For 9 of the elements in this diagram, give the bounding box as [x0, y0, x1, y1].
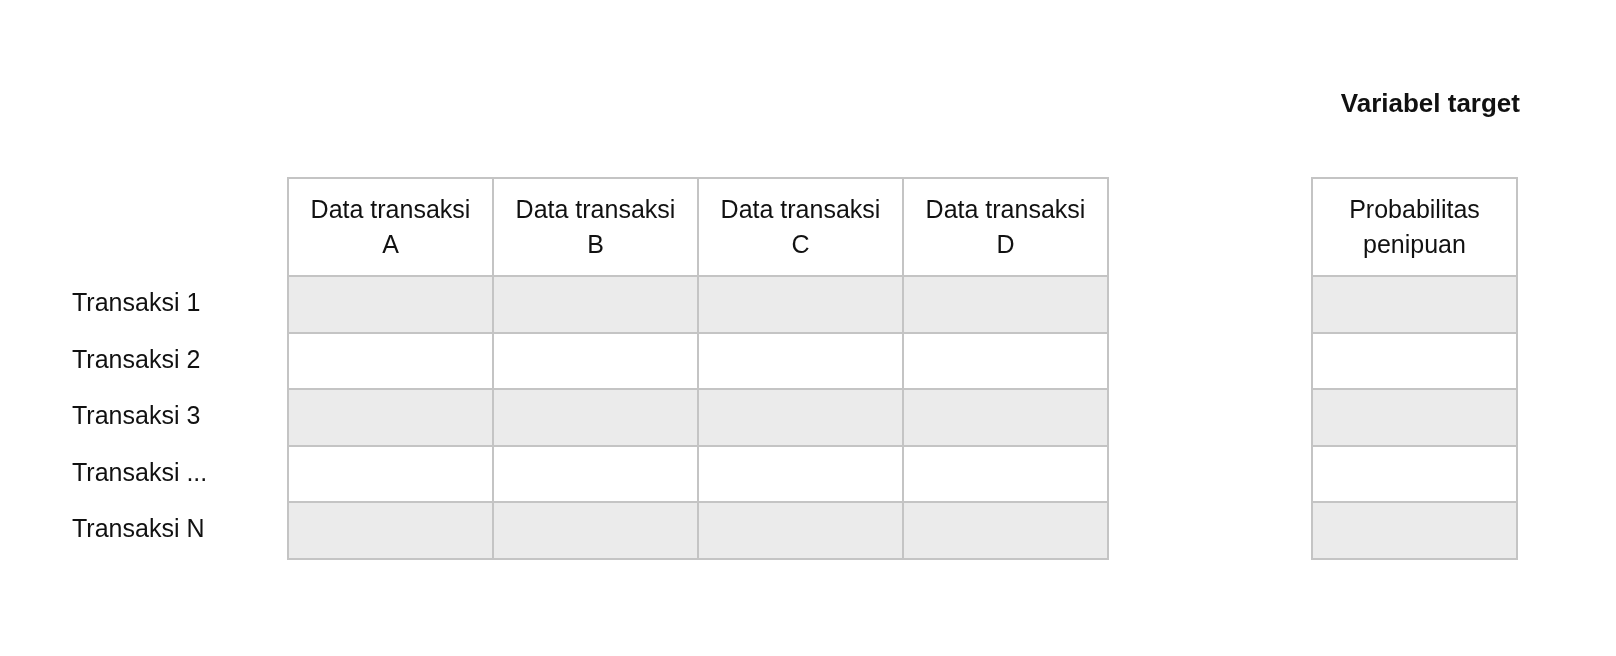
- section-heading: Variabel target: [1340, 88, 1520, 119]
- row-label: Transaksi ...: [72, 457, 208, 487]
- row-label: Transaksi 3: [72, 401, 201, 431]
- row-label: Transaksi 1: [72, 288, 201, 318]
- column-header: Data transaksi A: [287, 177, 494, 277]
- row-label: Transaksi 2: [72, 344, 201, 374]
- row-label: Transaksi N: [72, 514, 205, 544]
- column-header: Data transaksi D: [902, 177, 1109, 277]
- column-header: Probabilitas penipuan: [1311, 177, 1518, 277]
